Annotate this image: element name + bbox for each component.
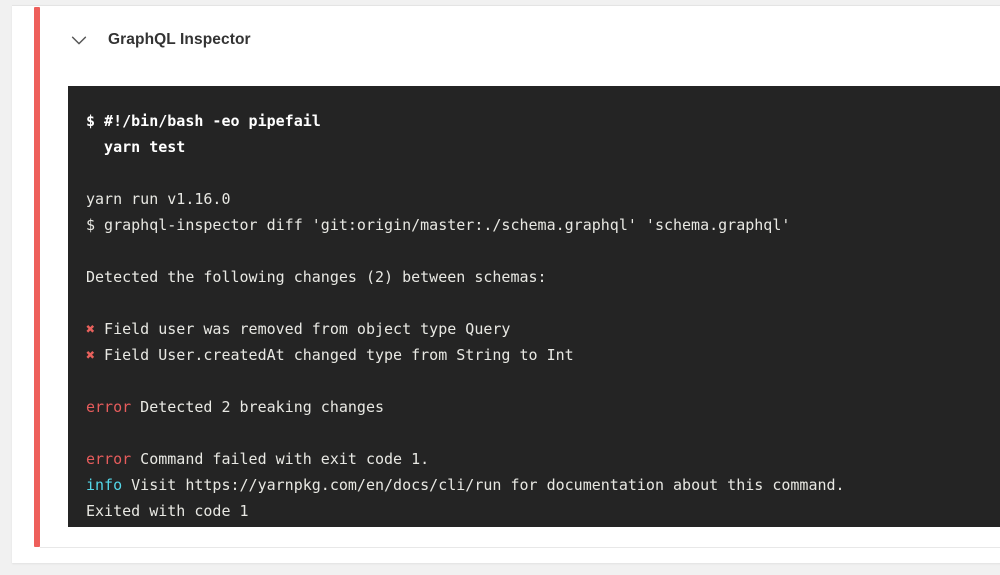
terminal-line — [86, 160, 1000, 186]
terminal-command-text: $ #!/bin/bash -eo pipefail — [86, 112, 321, 130]
terminal-line-text: Visit https://yarnpkg.com/en/docs/cli/ru… — [122, 476, 845, 494]
terminal-line: yarn test — [86, 134, 1000, 160]
status-rail-failed — [34, 7, 40, 547]
build-step-card: GraphQL Inspector $ #!/bin/bash -eo pipe… — [12, 5, 1000, 563]
cross-icon: ✖ — [86, 346, 96, 364]
error-label: error — [86, 450, 132, 468]
terminal-line: info Visit https://yarnpkg.com/en/docs/c… — [86, 472, 1000, 498]
terminal-line: yarn run v1.16.0 — [86, 186, 1000, 212]
terminal-line: error Detected 2 breaking changes — [86, 394, 1000, 420]
terminal-line: Exited with code 1 — [86, 498, 1000, 524]
terminal-line — [86, 238, 1000, 264]
terminal-line: ✖ Field User.createdAt changed type from… — [86, 342, 1000, 368]
info-label: info — [86, 476, 123, 494]
terminal-line-text: yarn run v1.16.0 — [86, 190, 231, 208]
page-title: GraphQL Inspector — [108, 31, 251, 48]
error-label: error — [86, 398, 132, 416]
terminal-command-text: yarn test — [86, 138, 186, 156]
terminal-line-text: Detected 2 breaking changes — [131, 398, 385, 416]
terminal-line-text: Exited with code 1 — [86, 502, 249, 520]
terminal-line-text: $ graphql-inspector diff 'git:origin/mas… — [86, 216, 791, 234]
terminal-line — [86, 368, 1000, 394]
terminal-line: ✖ Field user was removed from object typ… — [86, 316, 1000, 342]
terminal-line-text: Command failed with exit code 1. — [131, 450, 430, 468]
terminal-line: error Command failed with exit code 1. — [86, 446, 1000, 472]
terminal-line-text: Detected the following changes (2) betwe… — [86, 268, 547, 286]
step-header[interactable]: GraphQL Inspector — [52, 7, 1000, 73]
terminal-line-text: Field user was removed from object type … — [95, 320, 511, 338]
terminal-line: $ #!/bin/bash -eo pipefail — [86, 108, 1000, 134]
terminal-line: $ graphql-inspector diff 'git:origin/mas… — [86, 212, 1000, 238]
terminal-log-output[interactable]: $ #!/bin/bash -eo pipefail yarn test yar… — [68, 86, 1000, 527]
terminal-line — [86, 290, 1000, 316]
terminal-line: Detected the following changes (2) betwe… — [86, 264, 1000, 290]
footer-divider — [40, 547, 1000, 548]
chevron-down-icon[interactable] — [68, 29, 90, 51]
terminal-line — [86, 420, 1000, 446]
terminal-line-text: Field User.createdAt changed type from S… — [95, 346, 574, 364]
cross-icon: ✖ — [86, 320, 96, 338]
